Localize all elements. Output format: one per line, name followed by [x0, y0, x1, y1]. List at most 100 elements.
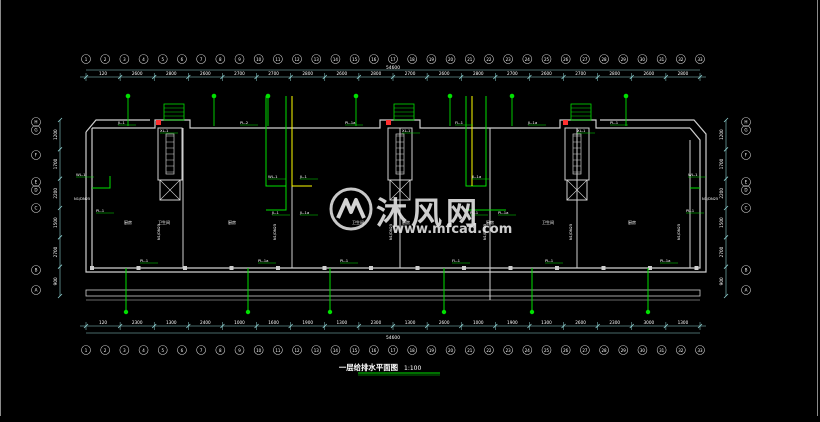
- column: [136, 266, 141, 270]
- axis-bubble-bottom: [522, 345, 533, 355]
- axis-label-bottom: 14: [333, 348, 339, 353]
- dim-right-tick: [723, 293, 729, 299]
- axis-label-right: C: [745, 206, 748, 211]
- axis-bubble-top: [100, 54, 110, 64]
- drain-riser: [291, 96, 312, 187]
- axis-bubble-top: [330, 54, 341, 64]
- axis-bubble-right: [741, 265, 751, 275]
- axis-bubble-bottom: [81, 345, 91, 355]
- axis-bubble-top: [580, 54, 590, 64]
- axis-bubble-bottom: [676, 345, 686, 355]
- outer-wall-bottom-2: [85, 119, 707, 273]
- axis-bubble-top: [560, 54, 571, 64]
- axis-label-left: D: [34, 188, 37, 193]
- column: [508, 266, 513, 270]
- axis-bubble-top: [503, 54, 513, 64]
- supply-riser: [265, 96, 287, 187]
- axis-bubble-top: [445, 54, 456, 64]
- dim-right-tick: [723, 176, 729, 181]
- dim-top-label: 2800: [371, 71, 382, 76]
- axis-label-bottom: 23: [506, 348, 512, 353]
- axis-bubble-top: [349, 54, 360, 64]
- shaft-box: [159, 179, 181, 201]
- axis-label-bottom: 11: [275, 348, 281, 353]
- pipe-label: WL-1: [76, 172, 86, 177]
- axis-label-right: E: [745, 180, 748, 185]
- column: [276, 266, 280, 270]
- pipe-note: N1/DN25: [157, 224, 161, 240]
- drop-node: [327, 309, 333, 315]
- axis-label-left: A: [35, 288, 38, 293]
- axis-bubble-top: [464, 54, 475, 64]
- column: [183, 266, 187, 270]
- axis-bubble-right: [741, 285, 751, 295]
- axis-bubble-top: [407, 54, 417, 64]
- column: [462, 266, 466, 270]
- axis-label-top: 7: [200, 57, 203, 62]
- axis-bubble-top: [196, 54, 206, 64]
- axis-label-bottom: 22: [486, 348, 492, 353]
- axis-label-bottom: 32: [678, 348, 684, 353]
- pipe-label: PL-1a: [258, 258, 268, 263]
- axis-label-bottom: 9: [238, 348, 241, 353]
- axis-label-top: 19: [429, 57, 435, 62]
- axis-label-top: 16: [371, 57, 377, 62]
- axis-bubble-bottom: [369, 345, 379, 355]
- room-label: 卫生间: [158, 219, 170, 225]
- riser-node: [125, 93, 131, 99]
- axis-label-right: H: [744, 120, 747, 125]
- axis-label-top: 21: [467, 57, 473, 62]
- dim-bottom-label: 2400: [200, 320, 211, 325]
- axis-label-bottom: 33: [697, 348, 703, 353]
- axis-label-left: G: [34, 128, 37, 133]
- axis-label-top: 27: [582, 57, 588, 62]
- dim-top-label: 2800: [302, 71, 313, 76]
- axis-bubble-bottom: [157, 345, 168, 355]
- dim-left-label: 900: [53, 277, 58, 285]
- axis-bubble-top: [541, 54, 552, 64]
- dim-top-label: 2600: [439, 71, 450, 76]
- axis-bubble-bottom: [330, 345, 341, 355]
- axis-label-bottom: 25: [544, 348, 550, 353]
- axis-label-bottom: 4: [142, 348, 145, 353]
- axis-bubble-bottom: [196, 345, 206, 355]
- dim-top-total: 54600: [386, 65, 400, 71]
- pipe-label: JL-1: [117, 120, 126, 125]
- dim-left-label: 2700: [53, 246, 58, 257]
- drop-node: [245, 309, 251, 315]
- axis-bubble-bottom: [253, 345, 264, 355]
- pipe-label: JL-1a: [471, 174, 481, 179]
- drop-node: [441, 309, 447, 315]
- dim-left-tick: [57, 264, 63, 269]
- room-label: 厨房: [124, 219, 132, 225]
- dim-bottom-label: 3000: [643, 320, 654, 325]
- axis-label-bottom: 31: [659, 348, 665, 353]
- dim-left-tick: [57, 117, 63, 123]
- axis-label-bottom: 28: [602, 348, 608, 353]
- drawing-title: 一层给排水平面图: [339, 363, 398, 372]
- room-label: 卫生间: [352, 219, 364, 225]
- axis-label-bottom: 10: [256, 348, 262, 353]
- axis-label-left: C: [35, 206, 38, 211]
- axis-label-top: 12: [295, 57, 301, 62]
- pipe-label: FL-1: [452, 258, 461, 263]
- valve-marker: [156, 120, 161, 125]
- dim-right-tick: [723, 117, 729, 123]
- axis-label-left: B: [35, 268, 38, 273]
- axis-label-right: F: [745, 153, 748, 158]
- pipe-note: N1/DN25: [389, 224, 393, 240]
- dim-bottom-label: 1300: [541, 320, 552, 325]
- axis-bubble-top: [426, 54, 437, 64]
- dim-top-label: 2800: [609, 71, 620, 76]
- axis-label-bottom: 8: [219, 348, 222, 353]
- dim-right-label: 1500: [719, 217, 724, 228]
- axis-bubble-bottom: [503, 345, 513, 355]
- pipe-label: WL-1: [688, 172, 698, 177]
- pipe-label: PL-1a: [660, 258, 670, 263]
- drawing-scale: 1:100: [404, 365, 421, 372]
- dim-right-tick: [723, 235, 729, 240]
- axis-bubble-right: [741, 150, 751, 160]
- axis-bubble-bottom: [560, 345, 571, 355]
